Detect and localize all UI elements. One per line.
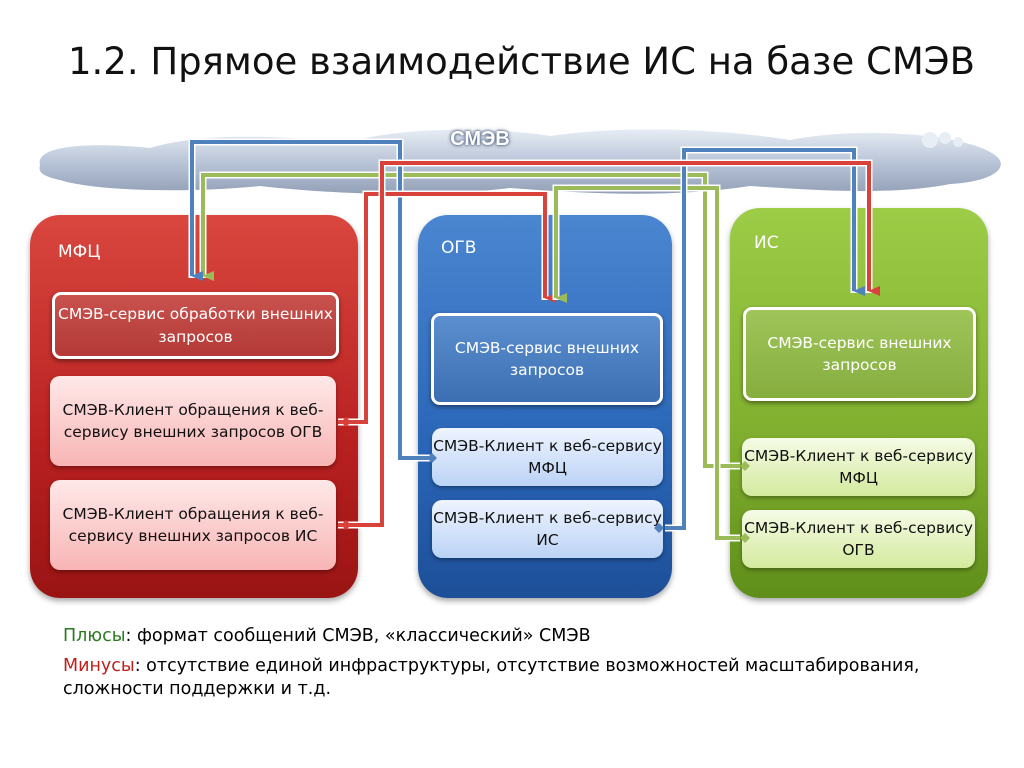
mfc-client-is-box: СМЭВ-Клиент обращения к веб-сервису внеш… bbox=[50, 480, 336, 570]
is-client-ogv-box: СМЭВ-Клиент к веб-сервису ОГВ bbox=[742, 510, 975, 568]
panel-is-label: ИС bbox=[754, 233, 779, 253]
panel-mfc-label: МФЦ bbox=[58, 242, 101, 262]
pros-label: Плюсы bbox=[63, 626, 126, 646]
cloud-label: СМЭВ bbox=[450, 128, 510, 150]
cons-label: Минусы bbox=[63, 656, 135, 676]
page-title: 1.2. Прямое взаимодействие ИС на базе СМ… bbox=[68, 40, 975, 83]
ogv-service-box: СМЭВ-сервис внешних запросов bbox=[431, 313, 663, 405]
is-client-mfc-box: СМЭВ-Клиент к веб-сервису МФЦ bbox=[742, 438, 975, 496]
ogv-client-mfc-box: СМЭВ-Клиент к веб-сервису МФЦ bbox=[432, 428, 663, 486]
pros-text: : формат сообщений СМЭВ, «классический» … bbox=[125, 626, 591, 646]
ogv-client-is-box: СМЭВ-Клиент к веб-сервису ИС bbox=[432, 500, 663, 558]
cons-line: Минусы: отсутствие единой инфраструктуры… bbox=[63, 655, 943, 701]
pros-line: Плюсы: формат сообщений СМЭВ, «классичес… bbox=[63, 625, 963, 648]
mfc-service-box: СМЭВ-сервис обработки внешних запросов bbox=[52, 292, 339, 359]
mfc-client-ogv-box: СМЭВ-Клиент обращения к веб-сервису внеш… bbox=[50, 376, 336, 466]
is-service-box: СМЭВ-сервис внешних запросов bbox=[743, 307, 976, 401]
cons-text: : отсутствие единой инфраструктуры, отсу… bbox=[63, 656, 920, 699]
panel-ogv-label: ОГВ bbox=[441, 238, 477, 258]
